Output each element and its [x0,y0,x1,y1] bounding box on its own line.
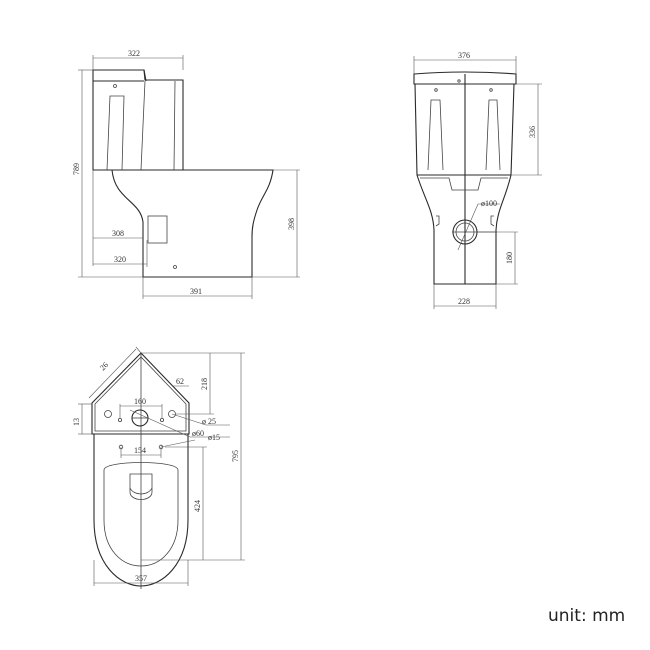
dim-side-308: 308 [112,229,124,238]
dim-front-outlet-height: 180 [505,252,514,264]
dim-top-edge: 13 [72,418,81,426]
dim-side-320: 320 [114,255,126,264]
dim-top-hole-60: ø60 [192,429,204,438]
top-view: 26 62 218 13 160 ø 25 ø60 ø15 154 795 42… [72,346,245,589]
dim-side-height: 789 [72,163,81,175]
dim-top-seat-length: 424 [193,500,202,512]
dim-front-width: 376 [458,51,470,60]
dim-top-hole-spacing: 160 [134,397,146,406]
dim-side-width: 322 [128,49,140,58]
dim-top-hole-offset: 62 [176,377,184,386]
side-view: 322 789 308 320 391 398 [72,49,300,299]
dim-top-total-length: 795 [231,450,240,462]
dim-side-bowl-height: 398 [287,218,296,230]
dim-top-width: 357 [135,574,147,583]
dim-top-seat-spacing: 154 [134,446,146,455]
dim-front-outlet: ø100 [481,199,497,208]
unit-label: unit: mm [548,606,626,626]
dim-front-cistern-height: 336 [528,126,537,138]
dim-top-chamfer: 26 [98,360,110,372]
dim-top-depth-holes: 218 [200,378,209,390]
dim-side-base: 391 [190,287,202,296]
front-view: 376 336 ø100 180 228 [413,51,542,309]
dim-front-base: 228 [458,297,470,306]
dim-top-hole-25: ø 25 [202,417,216,426]
dim-top-hole-15: ø15 [208,433,220,442]
